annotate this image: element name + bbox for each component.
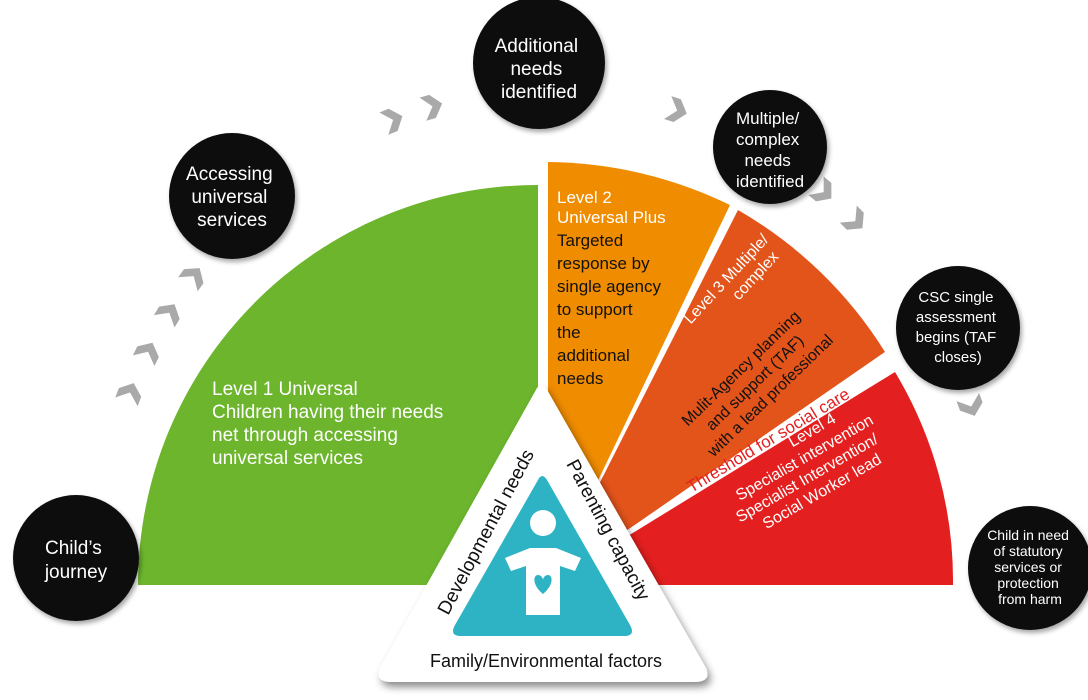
- node-line: needs: [744, 151, 790, 170]
- level2-description: Targeted response by single agency to su…: [557, 231, 666, 388]
- chevron-arrow-icon: [956, 392, 983, 416]
- accessing-universal-label: Accessing universal services: [186, 164, 278, 231]
- level2-description-line: to support: [557, 300, 633, 319]
- level1-sector: [138, 185, 538, 585]
- chevron-arrow-icon: [115, 383, 142, 407]
- multiple-complex-node: Multiple/ complex needs identified: [713, 90, 827, 204]
- level3-sector: [548, 210, 885, 585]
- chevron-arrow-icon: [379, 108, 403, 135]
- node-line: of statutory: [993, 543, 1062, 559]
- accessing-universal-node: Accessing universal services: [169, 133, 295, 259]
- childs-journey-label: Child’s journey: [44, 538, 108, 583]
- node-line: Child’s: [45, 538, 102, 559]
- chevron-arrow-icon: [839, 205, 864, 230]
- node-line: services: [197, 210, 267, 231]
- node-line: services or: [994, 559, 1062, 575]
- csc-assessment-label: CSC single assessment begins (TAF closes…: [916, 289, 1001, 366]
- additional-needs-label: Additional needs identified: [495, 36, 584, 103]
- node-line: universal: [191, 187, 267, 208]
- level2-title-line: Level 2: [557, 188, 612, 207]
- level4-sector: [548, 372, 954, 585]
- node-line: from harm: [998, 591, 1062, 607]
- level1-description-line: net through accessing: [212, 425, 398, 446]
- level2-description-line: needs: [557, 369, 603, 388]
- level1-description-line: Children having their needs: [212, 402, 443, 423]
- level2-title: Level 2 Universal Plus: [557, 188, 666, 227]
- triangle-bottom-label: Family/Environmental factors: [430, 651, 662, 671]
- multiple-complex-label: Multiple/ complex needs identified: [736, 109, 804, 191]
- node-line: protection: [997, 575, 1058, 591]
- node-line: identified: [501, 82, 577, 103]
- additional-needs-node: Additional needs identified: [473, 0, 605, 129]
- chevron-arrow-icon: [178, 268, 204, 292]
- csc-assessment-node: CSC single assessment begins (TAF closes…: [896, 266, 1020, 390]
- chevron-arrow-icon: [132, 342, 159, 366]
- level2-description-line: single agency: [557, 277, 661, 296]
- node-line: Accessing: [186, 164, 273, 185]
- node-line: identified: [736, 172, 804, 191]
- level1-description: Children having their needs net through …: [212, 402, 449, 469]
- chevron-arrow-icon: [153, 304, 180, 328]
- level2-description-line: response by: [557, 254, 650, 273]
- node-line: closes): [934, 349, 982, 366]
- node-line: complex: [736, 130, 800, 149]
- childs-journey-node: Child’s journey: [13, 495, 139, 621]
- node-line: assessment: [916, 309, 997, 326]
- node-line: needs: [510, 59, 562, 80]
- node-line: Additional: [495, 36, 578, 57]
- level2-description-line: additional: [557, 346, 630, 365]
- node-line: CSC single: [918, 289, 993, 306]
- child-in-need-node: Child in need of statutory services or p…: [968, 506, 1088, 630]
- node-line: begins (TAF: [916, 329, 997, 346]
- node-line: Child in need: [987, 527, 1069, 543]
- level2-description-line: Targeted: [557, 231, 623, 250]
- chevron-arrow-icon: [664, 96, 687, 123]
- chevron-arrow-icon: [419, 94, 443, 121]
- node-line: journey: [44, 562, 108, 583]
- chevron-arrow-icon: [808, 176, 832, 202]
- threshold-band: [548, 352, 905, 585]
- level1-title: Level 1 Universal: [212, 379, 358, 400]
- node-line: Multiple/: [736, 109, 800, 128]
- heart-icon: [534, 575, 552, 594]
- level2-description-line: the: [557, 323, 581, 342]
- level2-title-line: Universal Plus: [557, 208, 666, 227]
- child-in-need-label: Child in need of statutory services or p…: [987, 527, 1073, 607]
- level1-description-line: universal services: [212, 448, 363, 469]
